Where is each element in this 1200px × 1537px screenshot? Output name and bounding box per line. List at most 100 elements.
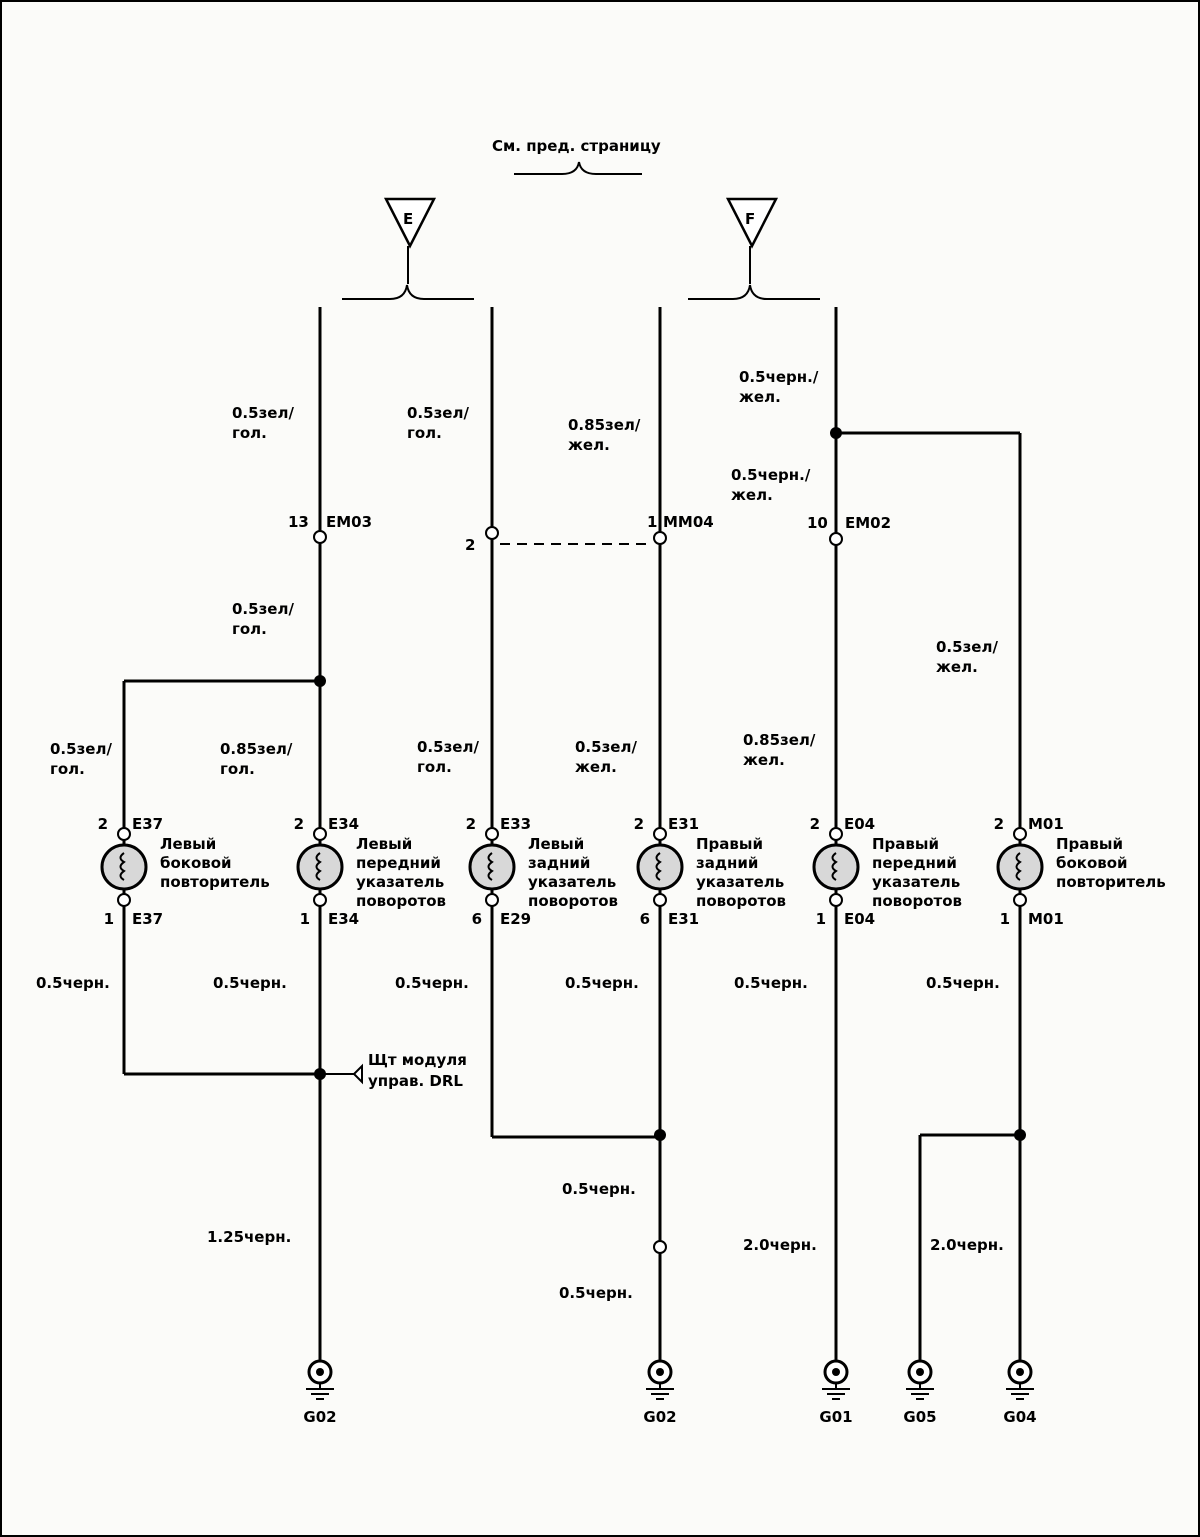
bulb-bottom-id: E31 — [668, 910, 699, 928]
bulb-top-pin-number: 2 — [466, 815, 476, 833]
bulb-bottom-id: E37 — [132, 910, 163, 928]
bulb-bottom-id: E29 — [500, 910, 531, 928]
bulb-label-line: Правый — [1056, 835, 1123, 853]
bulb-label-line: задний — [696, 854, 758, 872]
wire-label-w1-line: гол. — [232, 424, 267, 442]
splice-dot — [654, 1129, 666, 1141]
bulb-top-id: E37 — [132, 815, 163, 833]
bulb-bottom-pin — [653, 893, 667, 907]
drl-line-2: управ. DRL — [368, 1072, 463, 1090]
wire-labels: 0.5зел/гол.0.5зел/гол.0.85зел/жел.0.5чер… — [36, 368, 1004, 1302]
ground-label: G02 — [643, 1408, 676, 1426]
wire-label-w12: 0.85зел/жел. — [743, 731, 816, 769]
wire-label-w3: 0.85зел/жел. — [568, 416, 641, 454]
bulb-label-line: указатель — [872, 873, 960, 891]
wire-label-g1: 1.25черн. — [207, 1228, 291, 1246]
wire-label-w12-line: жел. — [743, 751, 785, 769]
connector-pin-inline — [653, 1240, 667, 1254]
wire-label-w9-line: 0.85зел/ — [220, 740, 293, 758]
em03-id: EM03 — [326, 513, 372, 531]
bulb-bottom-pin-number: 1 — [1000, 910, 1010, 928]
wire-label-g5: 2.0черн. — [930, 1236, 1004, 1254]
splice-dot — [830, 427, 842, 439]
splice-dot — [314, 675, 326, 687]
wire-label-w10: 0.5зел/гол. — [417, 738, 479, 776]
bulb-label-line: Левый — [528, 835, 584, 853]
bulb-filament — [315, 852, 322, 881]
bulb-icon — [468, 843, 516, 891]
wire-label-w9: 0.85зел/гол. — [220, 740, 293, 778]
wire-label-b6: 0.5черн. — [926, 974, 1000, 992]
wire-label-b1-line: 0.5черн. — [36, 974, 110, 992]
wire-label-w4: 0.5черн./жел. — [739, 368, 819, 406]
bulb-icon — [636, 843, 684, 891]
wire-label-w11-line: жел. — [575, 758, 617, 776]
header-brace — [514, 161, 642, 175]
wire-label-g2: 0.5черн. — [562, 1180, 636, 1198]
wire-label-g2-line: 0.5черн. — [562, 1180, 636, 1198]
bulb-top-id: E04 — [844, 815, 875, 833]
connector-e-letter: E — [403, 210, 413, 228]
drl-module-label: Щт модуля управ. DRL — [368, 1051, 472, 1090]
wire-label-w12-line: 0.85зел/ — [743, 731, 816, 749]
wire-label-w8-line: гол. — [50, 760, 85, 778]
bulb-icon — [812, 843, 860, 891]
wire-label-w4-line: жел. — [739, 388, 781, 406]
drl-line-1: Щт модуля — [368, 1051, 467, 1069]
bulb-label-line: поворотов — [528, 892, 618, 910]
connector-f: F — [688, 197, 820, 300]
bulb-icon — [100, 843, 148, 891]
bulb-filament — [831, 852, 838, 881]
wire-label-b3: 0.5черн. — [395, 974, 469, 992]
wire-label-w2-line: гол. — [407, 424, 442, 442]
bulb-top-pin — [313, 827, 327, 841]
bulb-bottom-pin-number: 1 — [104, 910, 114, 928]
mm04-pin-number: 1 — [647, 513, 657, 531]
wire-label-w3-line: 0.85зел/ — [568, 416, 641, 434]
splice-dot — [1014, 1129, 1026, 1141]
bulb-bottom-pin — [117, 893, 131, 907]
bulb-label-line: поворотов — [356, 892, 446, 910]
connector-pin-mm04-1 — [653, 531, 667, 545]
wire-label-g3-line: 0.5черн. — [559, 1284, 633, 1302]
ground-label: G04 — [1003, 1408, 1036, 1426]
splice-dot — [314, 1068, 326, 1080]
bulb-top-id: M01 — [1028, 815, 1064, 833]
wire-label-w8: 0.5зел/гол. — [50, 740, 112, 778]
wire-label-w9-line: гол. — [220, 760, 255, 778]
bulb-top-id: E33 — [500, 815, 531, 833]
wire-label-b2: 0.5черн. — [213, 974, 287, 992]
ground-icon: G02 — [643, 1359, 677, 1426]
bulb-bottom-id: E34 — [328, 910, 359, 928]
wire-label-w8-line: 0.5зел/ — [50, 740, 112, 758]
wire-label-w7-line: жел. — [936, 658, 978, 676]
wire-label-b2-line: 0.5черн. — [213, 974, 287, 992]
wire-label-g4: 2.0черн. — [743, 1236, 817, 1254]
wire-label-w11-line: 0.5зел/ — [575, 738, 637, 756]
bulb-filament — [1015, 852, 1022, 881]
bulb-label-line: поворотов — [872, 892, 962, 910]
connector-f-letter: F — [745, 210, 755, 228]
bulb-top-pin-number: 2 — [634, 815, 644, 833]
wire-label-w7: 0.5зел/жел. — [936, 638, 998, 676]
wire-label-b3-line: 0.5черн. — [395, 974, 469, 992]
wire-label-w11: 0.5зел/жел. — [575, 738, 637, 776]
wire-label-b4-line: 0.5черн. — [565, 974, 639, 992]
mm04-id: MM04 — [663, 513, 714, 531]
bulb-top-pin-number: 2 — [994, 815, 1004, 833]
bulb-bottom-pin-number: 1 — [816, 910, 826, 928]
bulb-top-pin — [1013, 827, 1027, 841]
drl-module-terminal — [352, 1063, 363, 1085]
bulb-top-id: E34 — [328, 815, 359, 833]
bulb-label-line: задний — [528, 854, 590, 872]
bulb-label-line: Правый — [696, 835, 763, 853]
bulb-label-line: боковой — [160, 854, 232, 872]
ground-label: G02 — [303, 1408, 336, 1426]
